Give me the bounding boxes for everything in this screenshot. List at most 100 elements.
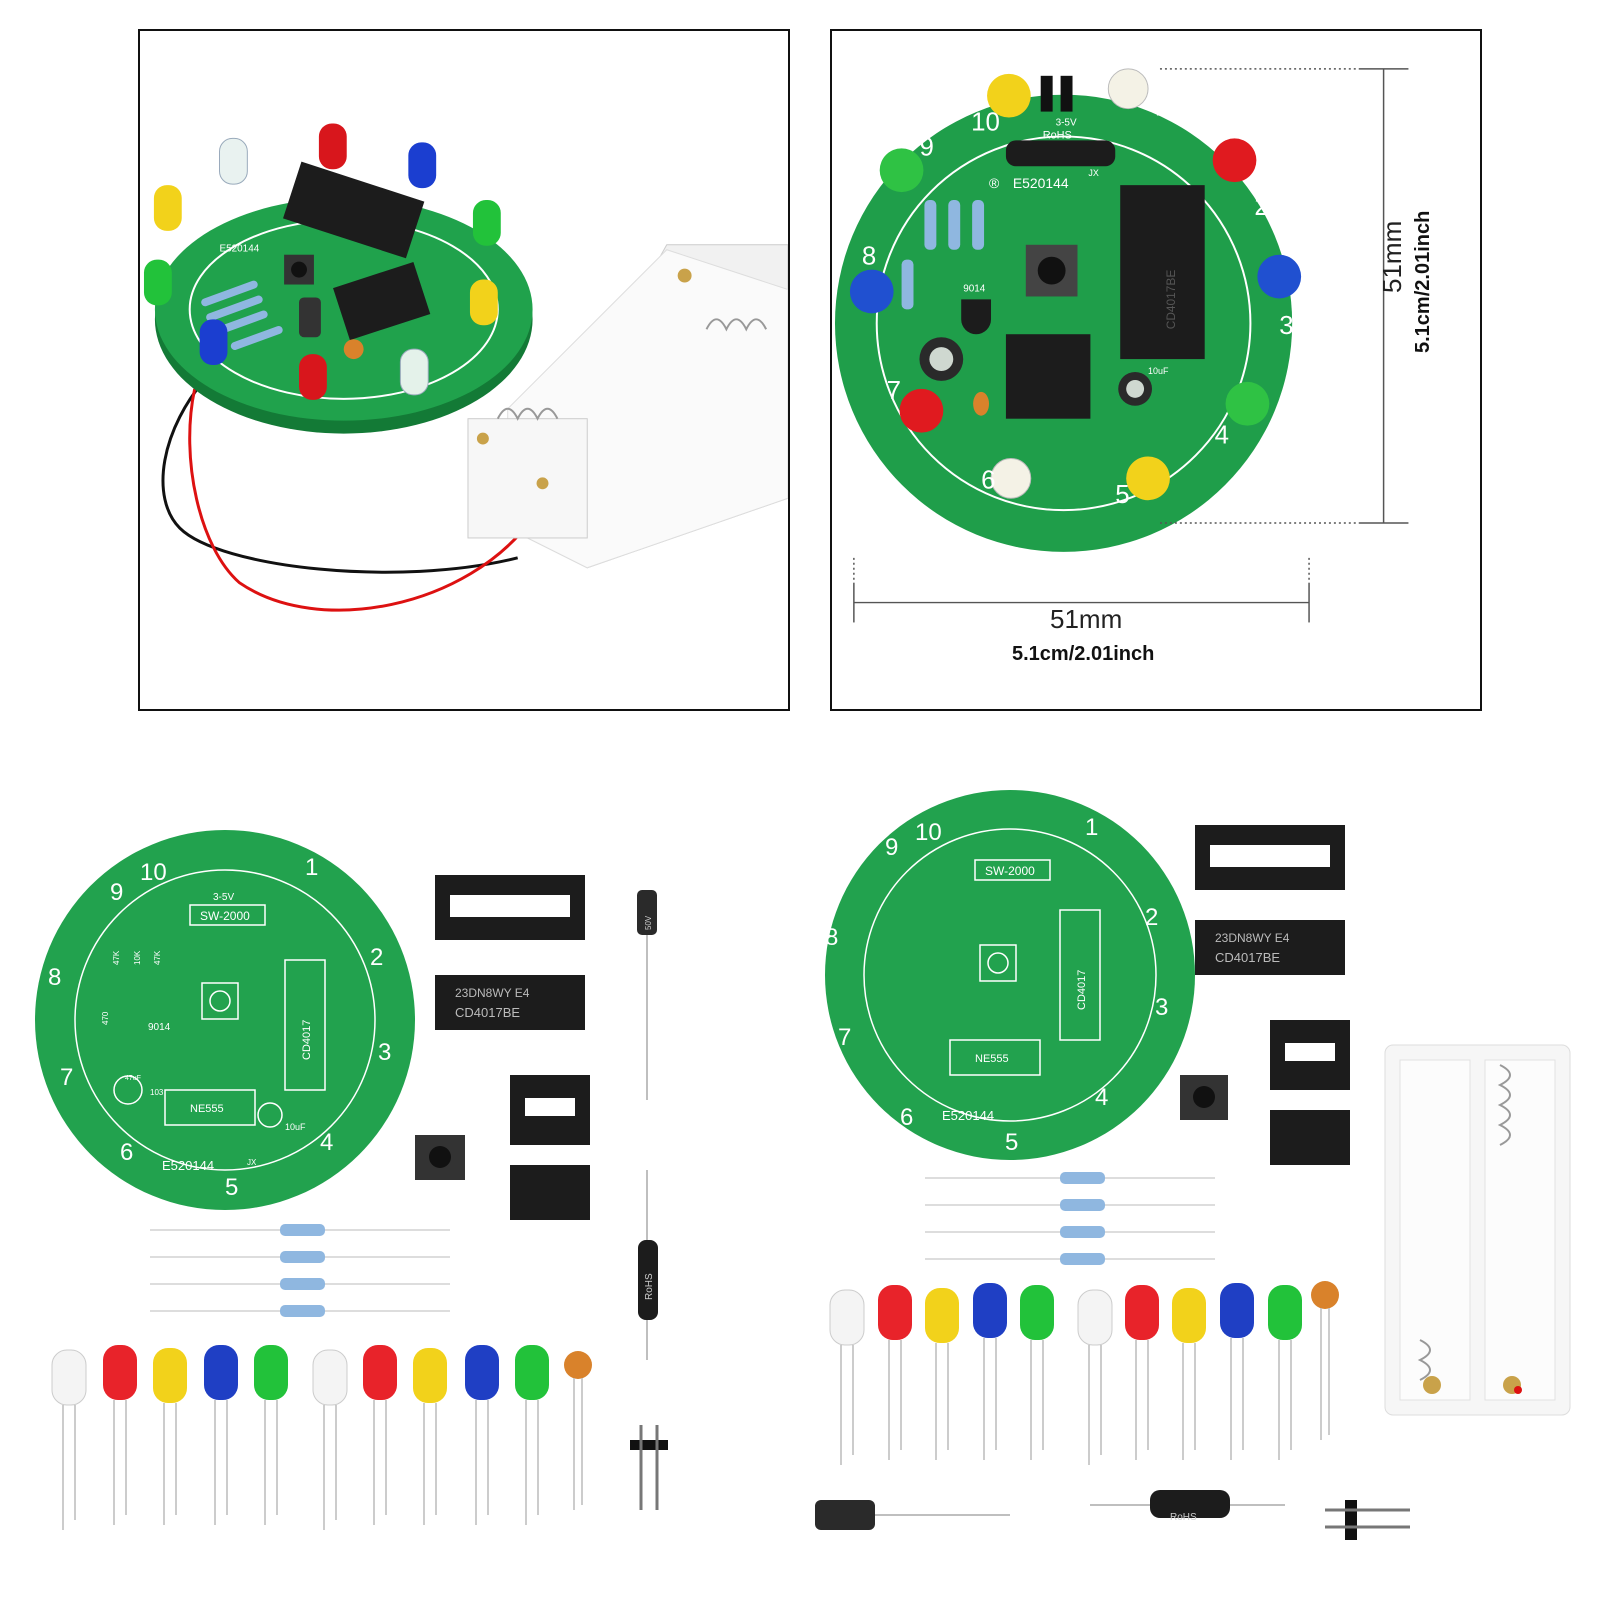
pin-1: 1 (1155, 94, 1169, 122)
tilt-switch (638, 1240, 658, 1320)
ic-text: CD4017BE (455, 1005, 520, 1020)
red-wire (188, 388, 534, 612)
pin-numbers: 1 2 3 4 5 6 7 8 9 10 (48, 854, 391, 1201)
header-pins (630, 1440, 668, 1450)
counter-label: CD4017 (301, 1020, 313, 1060)
pin-1: 1 (1085, 814, 1098, 841)
leds-right (829, 1281, 1339, 1465)
ic-socket-16-slot (450, 895, 570, 917)
resistor-single-label: 470 (101, 1011, 110, 1025)
tilt-switch-rohs-right: RoHS (1170, 1512, 1197, 1523)
parts-right: 23DN8WY E4 CD4017BE (815, 825, 1571, 1540)
pin-7: 7 (60, 1064, 73, 1091)
pin-2: 2 (1145, 904, 1158, 931)
board-mark-right: E520144 (942, 1108, 994, 1123)
pin-6: 6 (120, 1139, 133, 1166)
pin-numbers: 1 2 3 4 5 6 7 8 9 10 (862, 94, 1294, 510)
ic-ne555-right (1270, 1110, 1350, 1165)
resistors (901, 200, 985, 310)
switch-label: SW-2000 (200, 909, 250, 923)
pin-9: 9 (885, 834, 898, 861)
pin-3: 3 (1155, 994, 1168, 1021)
pin-9: 9 (110, 879, 123, 906)
transistor (961, 299, 992, 335)
pin-3: 3 (1279, 312, 1293, 340)
height-dimension: 51mm (1377, 220, 1407, 293)
pin-4: 4 (320, 1129, 333, 1156)
pin-2: 2 (1254, 193, 1268, 221)
panel-assembled-kit: E520144 (138, 29, 790, 711)
ic-cd4017 (435, 975, 585, 1030)
capacitor-ceramic (343, 339, 364, 360)
pin-5: 5 (1005, 1129, 1018, 1156)
pin-5: 5 (1115, 481, 1129, 509)
battery-holder (467, 244, 788, 569)
pin-10: 10 (971, 108, 1000, 136)
cap-label: 10uF (1148, 366, 1169, 376)
resistors-left (150, 1224, 450, 1317)
panel-dimensions: 3-5V RoHS ® E520144 JX 9014 CD4017BE 10u… (830, 29, 1482, 711)
pin-10: 10 (915, 819, 942, 846)
ic-cd4017 (1120, 185, 1205, 360)
cap-small-label: 47uF (125, 1075, 141, 1082)
capacitor-electrolytic-right (815, 1500, 875, 1530)
pin-3: 3 (378, 1039, 391, 1066)
assembled-board-top-view: 3-5V RoHS ® E520144 JX 9014 CD4017BE 10u… (834, 68, 1409, 623)
height-dimension-sub: 5.1cm/2.01inch (1412, 210, 1434, 353)
black-wire (161, 372, 519, 574)
pin-7: 7 (887, 377, 901, 405)
width-dimension: 51mm (1050, 604, 1123, 634)
ul-mark: ® (989, 175, 1000, 191)
tilt-switch-rohs: RoHS (644, 1273, 655, 1300)
silk-ring (875, 135, 1252, 512)
pin-6: 6 (981, 466, 995, 494)
leds (143, 123, 501, 400)
ic-text-right: CD4017BE (1215, 950, 1280, 965)
tilt-switch (1005, 140, 1116, 167)
pin-8: 8 (862, 243, 876, 271)
ic-ne555 (510, 1165, 590, 1220)
rohs-label: RoHS (1043, 129, 1072, 141)
header-pins-right (1345, 1500, 1357, 1540)
transistor-label: 9014 (148, 1022, 171, 1033)
pin-10: 10 (140, 859, 167, 886)
board-mark: E520144 (1013, 175, 1069, 191)
ic-socket-label: NE555 (190, 1103, 224, 1115)
parts-left: 23DN8WY E4 CD4017BE 50V RoHS (51, 875, 668, 1530)
width-dimension-sub: 5.1cm/2.01inch (1012, 643, 1155, 665)
pin-7: 7 (838, 1024, 851, 1051)
ic-top-text: 23DN8WY E4 (455, 986, 530, 1000)
pin-4: 4 (1215, 422, 1229, 450)
ic-ne555 (333, 261, 431, 341)
kit-parts-photo: SW-2000 3-5V CD4017 NE555 9014 47K 10K 4… (35, 790, 1571, 1540)
ic-top-text-right: 23DN8WY E4 (1215, 931, 1290, 945)
board-mark-suffix: JX (247, 1158, 257, 1167)
bare-pcb-right: SW-2000 CD4017 NE555 E520144 1 2 3 4 5 6… (825, 790, 1195, 1160)
pin-8: 8 (825, 924, 838, 951)
ic-cd4017 (283, 161, 425, 259)
transistor-label: 9014 (963, 283, 986, 294)
capacitor-47uf-top (929, 347, 954, 371)
resistors (201, 280, 283, 350)
ic-socket-label-right: NE555 (975, 1053, 1009, 1065)
ic-socket-8-slot (525, 1098, 575, 1116)
header-pin-1 (1040, 75, 1053, 112)
resistor-label-2: 10K (133, 950, 142, 965)
push-button-cap (291, 261, 307, 278)
pin-8: 8 (48, 964, 61, 991)
assembled-kit-illustration: E520144 (143, 123, 788, 612)
cap-text: 50V (644, 915, 653, 930)
voltage-label: 3-5V (1056, 118, 1077, 129)
pin-numbers-right: 1 2 3 4 5 6 7 8 9 10 (825, 814, 1168, 1156)
battery-holder-right (1384, 1044, 1571, 1416)
push-button-cap (1037, 256, 1066, 285)
capacitor-10uf-top (1126, 379, 1145, 398)
pin-1: 1 (305, 854, 318, 881)
resistor-label-1: 47K (112, 950, 121, 965)
header-pin-2 (1060, 75, 1073, 112)
cap-ceramic-label: 103 (150, 1088, 164, 1097)
capacitor-ceramic (973, 391, 990, 416)
pin-4: 4 (1095, 1084, 1108, 1111)
pin-5: 5 (225, 1174, 238, 1201)
pin-2: 2 (370, 944, 383, 971)
